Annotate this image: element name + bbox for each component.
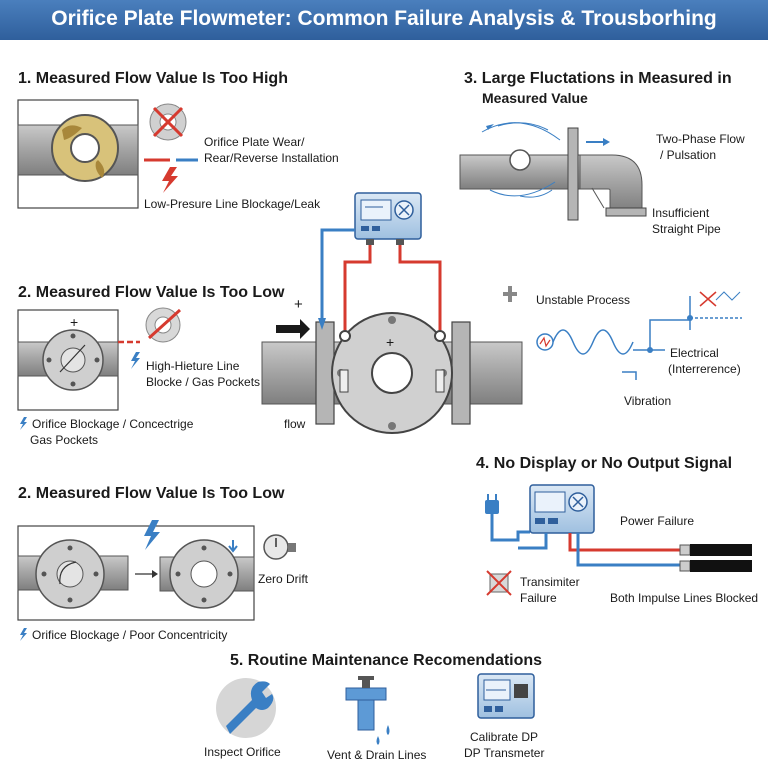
label-inspect-orifice: Inspect Orifice (204, 745, 281, 759)
section1-heading: 1. Measured Flow Value Is Too High (18, 70, 288, 87)
blocked-orifice-icon (145, 307, 182, 343)
label-transmitter: Transimiter (520, 575, 580, 589)
zero-drift-gauge-icon (263, 534, 296, 560)
main-pipe (261, 312, 523, 434)
label-dp-transmitter: DP Transmeter (464, 746, 545, 760)
page-title: Orifice Plate Flowmeter: Common Failure … (51, 7, 717, 30)
flow-label: flow (284, 417, 306, 431)
plus-marker-plate: + (386, 334, 395, 350)
label-straight-pipe: Straight Pipe (652, 222, 721, 236)
label-gas-pockets: Blocke / Gas Pockets (146, 375, 261, 389)
unstable-process-plus-icon (503, 286, 517, 302)
section3-heading-line2: Measured Value (482, 90, 588, 106)
section5-heading: 5. Routine Maintenance Recomendations (230, 652, 543, 669)
section2b-pipe-illustration (17, 525, 255, 621)
section2a-heading: 2. Measured Flow Value Is Too Low (18, 284, 285, 301)
section3-heading: 3. Large Fluctations in Measured in (464, 70, 732, 87)
title-bar: Orifice Plate Flowmeter: Common Failure … (0, 0, 768, 40)
label-zero-drift: Zero Drift (258, 572, 309, 586)
section1-pipe-illustration (17, 99, 139, 209)
transmitter-failure-chip-icon (486, 570, 512, 596)
two-phase-pipe-illustration (459, 122, 647, 221)
label-high-line: High-Hieture Line (146, 359, 240, 373)
label-reverse-install: Rear/Reverse Installation (204, 151, 339, 165)
vent-drain-icon (345, 676, 390, 745)
arrow-down-icon (228, 540, 238, 553)
arrow-down-icon (318, 318, 326, 330)
high-pressure-line (343, 245, 372, 340)
label-poor-concentricity: Orifice Blockage / Poor Concentricity (32, 628, 228, 642)
plus-marker: + (70, 314, 79, 330)
section4-heading: 4. No Display or No Output Signal (476, 455, 733, 472)
label-gas-pockets-2: Gas Pockets (30, 433, 99, 447)
lightning-icon (131, 352, 140, 369)
label-orifice-wear: Orifice Plate Wear/ (204, 135, 305, 149)
label-transmitter-failure: Failure (520, 591, 557, 605)
label-power-failure: Power Failure (620, 514, 695, 528)
label-insufficient: Insufficient (652, 206, 710, 220)
section2a-pipe-illustration (17, 309, 119, 411)
label-vent-drain: Vent & Drain Lines (327, 748, 427, 762)
plus-marker-center: + (294, 296, 303, 313)
label-vibration: Vibration (624, 394, 672, 408)
dp-transmitter (354, 192, 422, 245)
label-unstable-process: Unstable Process (536, 293, 631, 307)
label-calibrate-dp: Calibrate DP (470, 730, 539, 744)
lightning-icon (144, 520, 160, 550)
flow-direction-arrow (276, 319, 310, 339)
lightning-icon (162, 167, 178, 193)
label-orifice-blockage: Orifice Blockage / Concectrige (32, 417, 194, 431)
impulse-line-right (398, 245, 442, 340)
low-pressure-line (320, 228, 355, 330)
label-low-pressure-leak: Low-Presure Line Blockage/Leak (144, 197, 321, 211)
calibrate-transmitter-icon (477, 673, 535, 719)
label-pulsation: / Pulsation (660, 148, 717, 162)
lightning-icon (20, 628, 27, 641)
label-two-phase: Two-Phase Flow (656, 132, 745, 146)
electrical-interference-diagram (536, 291, 742, 380)
lightning-icon (20, 417, 27, 430)
transmitter-output-diagram (485, 484, 752, 572)
label-impulse-blocked: Both Impulse Lines Blocked (610, 591, 759, 605)
section2b-heading: 2. Measured Flow Value Is Too Low (18, 485, 285, 502)
wrench-icon (216, 678, 276, 738)
label-interference: (Interrerence) (668, 362, 741, 376)
label-electrical: Electrical (670, 346, 719, 360)
wear-warning-icon (149, 103, 187, 141)
